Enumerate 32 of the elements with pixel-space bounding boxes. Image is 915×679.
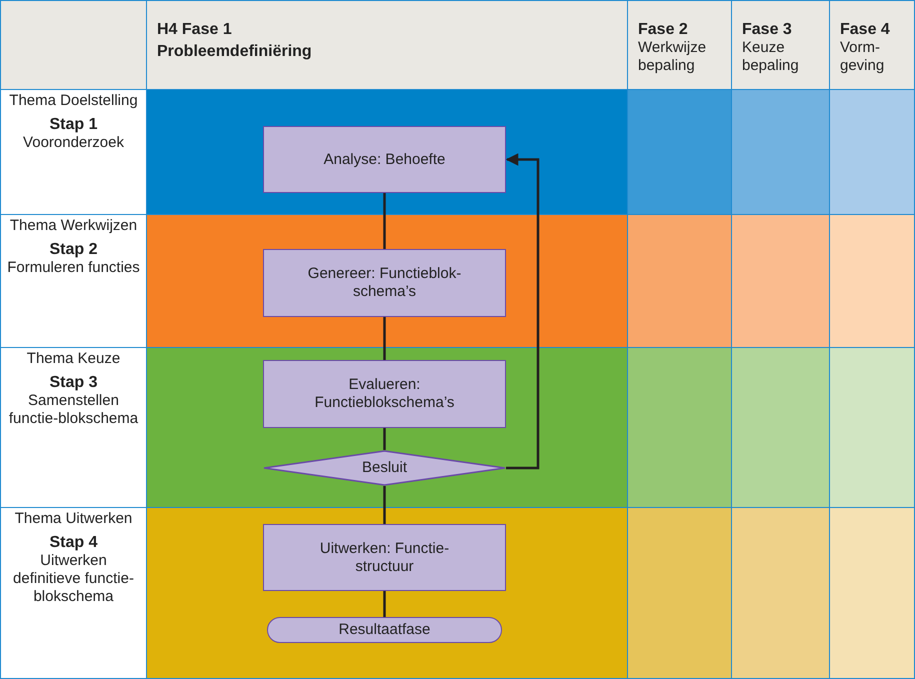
connector-line [383, 317, 386, 360]
phase-number: Fase 2 [638, 21, 689, 39]
theme-label: Thema Keuze [26, 350, 122, 368]
theme-label: Thema Doelstelling [8, 92, 139, 110]
step-title: Uitwerken definitieve functie-blokschema [12, 552, 135, 606]
phase-number: Fase 4 [840, 21, 891, 39]
phase-title: Probleemdefiniëring [157, 43, 313, 61]
process-box: Analyse: Behoefte [263, 126, 506, 193]
theme-label: Thema Uitwerken [14, 510, 134, 528]
process-box: Evalueren: Functieblokschema’s [263, 360, 506, 428]
connector-line [383, 193, 386, 249]
phase-title: Vorm-geving [840, 39, 886, 75]
step-number: Stap 3 [48, 374, 98, 392]
phase-title: Keuze bepaling [742, 39, 800, 75]
phase-number: H4 Fase 1 [157, 21, 233, 39]
step-title: Vooronderzoek [22, 134, 125, 152]
process-box: Uitwerken: Functie-structuur [263, 524, 506, 591]
step-number: Stap 1 [48, 116, 98, 134]
connector-line [383, 591, 386, 617]
arrow [506, 153, 540, 470]
terminal-box: Resultaatfase [267, 617, 502, 643]
theme-label: Thema Werkwijzen [8, 217, 138, 235]
decision-diamond: Besluit [263, 450, 506, 486]
phase-number: Fase 3 [742, 21, 793, 39]
step-number: Stap 2 [48, 241, 98, 259]
connector-line [383, 428, 386, 450]
process-box: Genereer: Functieblok-schema’s [263, 249, 506, 317]
step-number: Stap 4 [48, 534, 98, 552]
phase-title: Werkwijze bepaling [638, 39, 708, 75]
step-title: Samenstellen functie-blokschema [8, 392, 140, 428]
connector-line [383, 486, 386, 524]
step-title: Formuleren functies [6, 259, 141, 277]
